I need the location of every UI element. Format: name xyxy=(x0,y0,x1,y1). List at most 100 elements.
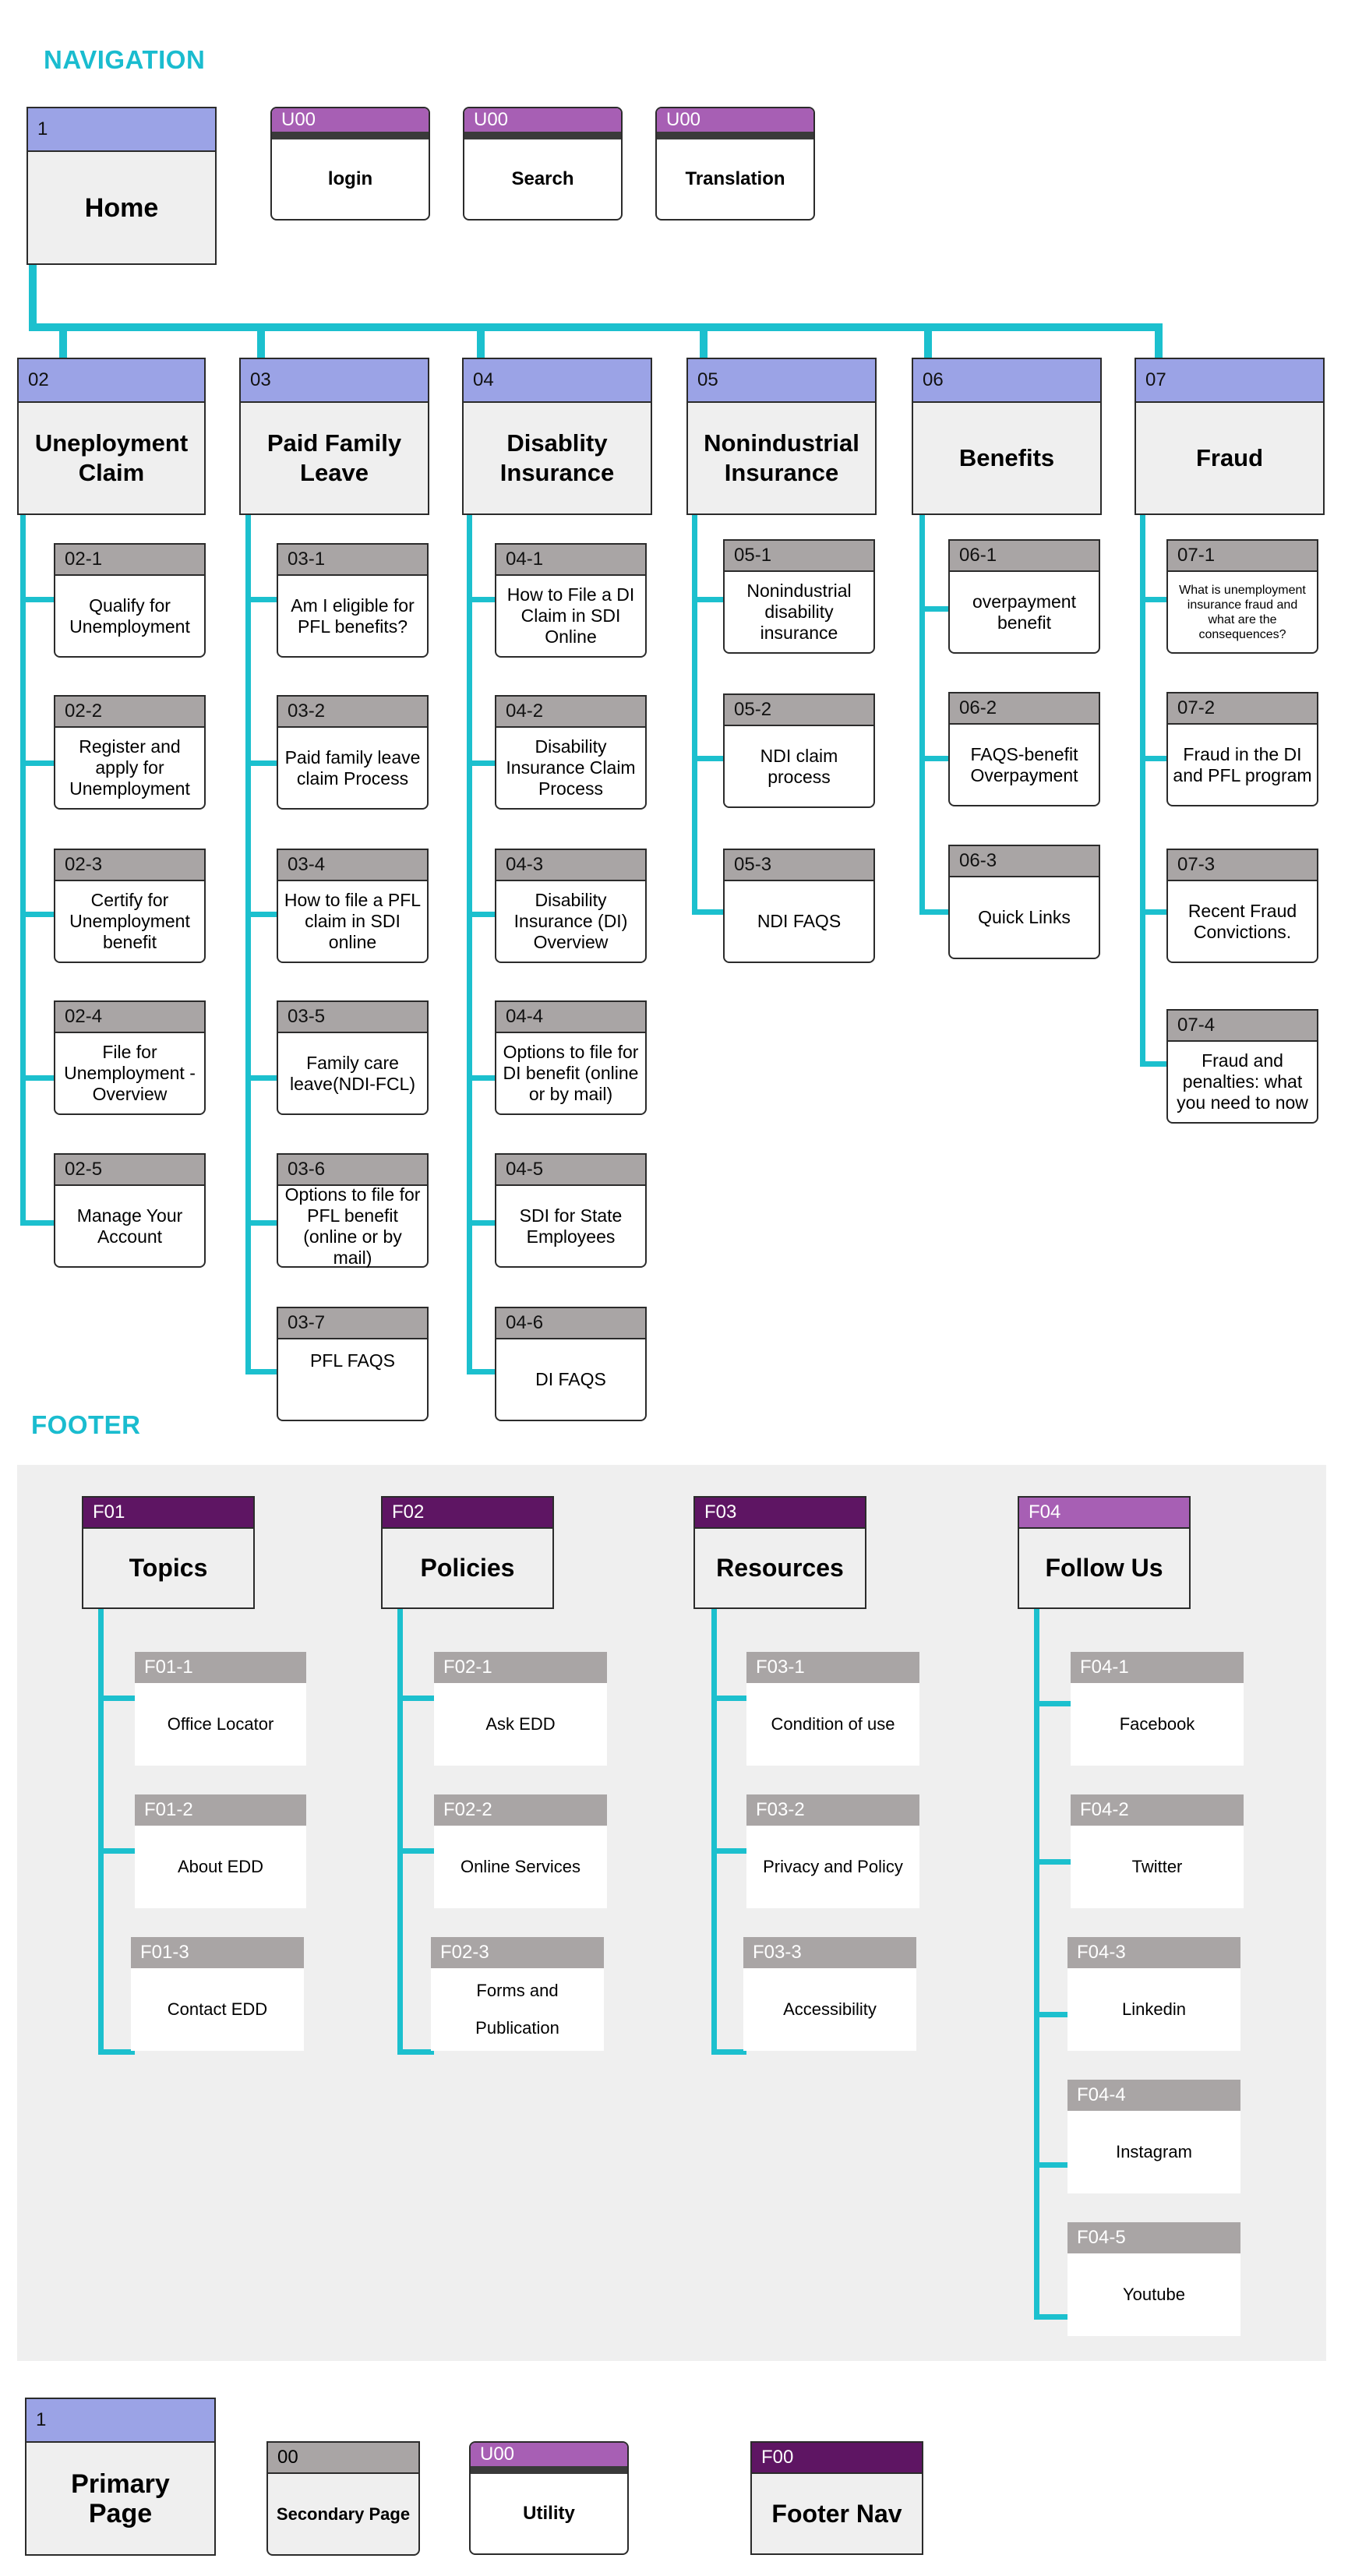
node-label: Privacy and Policy xyxy=(763,1857,903,1876)
footer-item-f03-1[interactable]: F03-1 Condition of use xyxy=(746,1652,919,1766)
node-label: Forms and Publication xyxy=(475,1981,559,2038)
connector-line xyxy=(20,515,26,1226)
node-id: 07-4 xyxy=(1168,1011,1317,1042)
footer-group-follow-us[interactable]: F04 Follow Us xyxy=(1018,1496,1191,1609)
node-id: U00 xyxy=(272,108,429,139)
page-node-07-1[interactable]: 07-1 What is unemployment insurance frau… xyxy=(1166,539,1318,654)
utility-node-translation[interactable]: U00 Translation xyxy=(655,107,815,221)
footer-item-f04-3[interactable]: F04-3 Linkedin xyxy=(1067,1937,1240,2051)
section-node-unemployment-claim[interactable]: 02 Uneployment Claim xyxy=(17,358,206,515)
connector-line xyxy=(397,1609,403,2055)
footer-item-f01-3[interactable]: F01-3 Contact EDD xyxy=(131,1937,304,2051)
connector-line xyxy=(692,909,723,915)
footer-item-f01-1[interactable]: F01-1 Office Locator xyxy=(135,1652,306,1766)
footer-item-f02-2[interactable]: F02-2 Online Services xyxy=(434,1794,607,1908)
node-id: 04 xyxy=(464,359,651,403)
page-node-03-6[interactable]: 03-6 Options to file for PFL benefit (on… xyxy=(277,1153,429,1268)
page-node-04-5[interactable]: 04-5 SDI for State Employees xyxy=(495,1153,647,1268)
section-node-fraud[interactable]: 07 Fraud xyxy=(1135,358,1325,515)
footer-item-f04-2[interactable]: F04-2 Twitter xyxy=(1071,1794,1244,1908)
page-node-04-4[interactable]: 04-4 Options to file for DI benefit (onl… xyxy=(495,1000,647,1115)
node-id: 03 xyxy=(241,359,428,403)
page-node-03-1[interactable]: 03-1 Am I eligible for PFL benefits? xyxy=(277,543,429,658)
node-label: Youtube xyxy=(1123,2285,1185,2304)
page-node-06-1[interactable]: 06-1 overpayment benefit xyxy=(948,539,1100,654)
footer-item-f04-4[interactable]: F04-4 Instagram xyxy=(1067,2080,1240,2193)
node-id: 04-6 xyxy=(496,1308,645,1339)
footer-item-f03-2[interactable]: F03-2 Privacy and Policy xyxy=(746,1794,919,1908)
page-node-02-1[interactable]: 02-1 Qualify for Unemployment xyxy=(54,543,206,658)
node-label: overpayment benefit xyxy=(972,591,1076,633)
node-label: Fraud in the DI and PFL program xyxy=(1173,743,1312,785)
page-node-05-1[interactable]: 05-1 Nonindustrial disability insurance xyxy=(723,539,875,654)
page-node-04-6[interactable]: 04-6 DI FAQS xyxy=(495,1307,647,1421)
node-id: 04-2 xyxy=(496,697,645,728)
section-node-nonindustrial-insurance[interactable]: 05 Nonindustrial Insurance xyxy=(686,358,877,515)
page-node-02-4[interactable]: 02-4 File for Unemployment -Overview xyxy=(54,1000,206,1115)
node-id: F01-1 xyxy=(135,1652,306,1683)
page-node-03-5[interactable]: 03-5 Family care leave(NDI-FCL) xyxy=(277,1000,429,1115)
connector-line xyxy=(98,1848,135,1854)
node-id: 07-2 xyxy=(1168,693,1317,725)
section-node-disability-insurance[interactable]: 04 Disablity Insurance xyxy=(462,358,652,515)
page-node-06-3[interactable]: 06-3 Quick Links xyxy=(948,845,1100,959)
node-id: F03-1 xyxy=(746,1652,919,1683)
page-node-06-2[interactable]: 06-2 FAQS-benefit Overpayment xyxy=(948,692,1100,806)
utility-node-search[interactable]: U00 Search xyxy=(463,107,623,221)
page-node-05-3[interactable]: 05-3 NDI FAQS xyxy=(723,849,875,963)
footer-item-f03-3[interactable]: F03-3 Accessibility xyxy=(743,1937,916,2051)
node-id: U00 xyxy=(657,108,813,139)
node-id: F03-3 xyxy=(743,1937,916,1968)
page-node-07-3[interactable]: 07-3 Recent Fraud Convictions. xyxy=(1166,849,1318,963)
connector-line xyxy=(29,323,1163,331)
node-label: SDI for State Employees xyxy=(519,1205,623,1247)
footer-item-f02-1[interactable]: F02-1 Ask EDD xyxy=(434,1652,607,1766)
page-node-03-4[interactable]: 03-4 How to file a PFL claim in SDI onli… xyxy=(277,849,429,963)
page-node-07-2[interactable]: 07-2 Fraud in the DI and PFL program xyxy=(1166,692,1318,806)
node-id: 03-7 xyxy=(278,1308,427,1339)
node-label: Fraud and penalties: what you need to no… xyxy=(1177,1050,1308,1113)
page-node-04-3[interactable]: 04-3 Disability Insurance (DI) Overview xyxy=(495,849,647,963)
node-id: 1 xyxy=(28,108,215,152)
node-id: F04 xyxy=(1019,1498,1189,1529)
node-label: Linkedin xyxy=(1122,1999,1186,2019)
node-id: 05-2 xyxy=(725,695,873,726)
node-label: Policies xyxy=(420,1554,515,1582)
utility-node-login[interactable]: U00 login xyxy=(270,107,430,221)
page-node-04-1[interactable]: 04-1 How to File a DI Claim in SDI Onlin… xyxy=(495,543,647,658)
connector-line xyxy=(20,1075,54,1081)
footer-item-f02-3[interactable]: F02-3 Forms and Publication xyxy=(431,1937,604,2051)
page-node-07-4[interactable]: 07-4 Fraud and penalties: what you need … xyxy=(1166,1009,1318,1124)
page-node-03-2[interactable]: 03-2 Paid family leave claim Process xyxy=(277,695,429,810)
node-id: 02-1 xyxy=(55,545,204,576)
node-id: F04-1 xyxy=(1071,1652,1244,1683)
connector-line xyxy=(20,912,54,917)
node-label: Paid family leave claim Process xyxy=(284,746,421,789)
page-node-02-5[interactable]: 02-5 Manage Your Account xyxy=(54,1153,206,1268)
footer-group-resources[interactable]: F03 Resources xyxy=(693,1496,866,1609)
page-node-05-2[interactable]: 05-2 NDI claim process xyxy=(723,693,875,808)
node-id: 02-2 xyxy=(55,697,204,728)
page-node-02-2[interactable]: 02-2 Register and apply for Unemployment xyxy=(54,695,206,810)
connector-line xyxy=(397,2049,434,2055)
node-id: F04-4 xyxy=(1067,2080,1240,2111)
connector-line xyxy=(919,515,925,915)
footer-item-f04-5[interactable]: F04-5 Youtube xyxy=(1067,2222,1240,2336)
node-label: Recent Fraud Convictions. xyxy=(1187,900,1297,942)
section-node-benefits[interactable]: 06 Benefits xyxy=(912,358,1102,515)
legend-primary-page: 1 Primary Page xyxy=(25,2398,216,2556)
footer-item-f01-2[interactable]: F01-2 About EDD xyxy=(135,1794,306,1908)
footer-group-policies[interactable]: F02 Policies xyxy=(381,1496,554,1609)
home-node[interactable]: 1 Home xyxy=(26,107,217,265)
node-label: Facebook xyxy=(1119,1714,1195,1734)
section-node-paid-family-leave[interactable]: 03 Paid Family Leave xyxy=(239,358,429,515)
page-node-04-2[interactable]: 04-2 Disability Insurance Claim Process xyxy=(495,695,647,810)
page-node-02-3[interactable]: 02-3 Certify for Unemployment benefit xyxy=(54,849,206,963)
connector-line xyxy=(257,323,265,358)
page-node-03-7[interactable]: 03-7 PFL FAQS xyxy=(277,1307,429,1421)
node-id: F01-2 xyxy=(135,1794,306,1826)
footer-item-f04-1[interactable]: F04-1 Facebook xyxy=(1071,1652,1244,1766)
footer-group-topics[interactable]: F01 Topics xyxy=(82,1496,255,1609)
connector-line xyxy=(919,606,948,612)
node-id: 1 xyxy=(26,2399,214,2443)
